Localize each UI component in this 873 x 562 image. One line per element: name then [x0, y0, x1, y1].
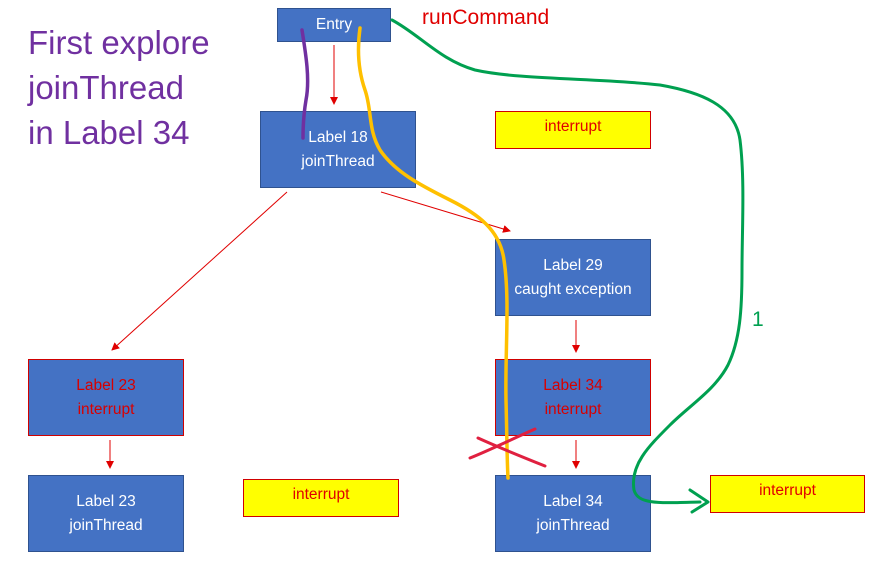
entry-node: Entry [277, 8, 391, 42]
label29-caught-exception-node: Label 29 caught exception [495, 239, 651, 316]
interrupt-box-middle: interrupt [243, 479, 399, 517]
heading-line-1: First explore [28, 24, 210, 61]
node-title: Label 29 [543, 256, 603, 274]
heading-line-2: joinThread [28, 69, 184, 106]
node-subtitle: caught exception [514, 280, 632, 298]
orange-exploration-path [356, 26, 510, 480]
node-subtitle: interrupt [77, 400, 135, 418]
label18-jointhread-node: Label 18 joinThread [260, 111, 416, 188]
run-command-label: runCommand [422, 6, 550, 29]
purple-exploration-path [300, 28, 310, 140]
node-title: Label 23 [76, 492, 136, 510]
arrow-label18-to-label23 [111, 191, 288, 351]
label34-interrupt-node: Label 34 interrupt [495, 359, 651, 436]
green-arrowhead-icon [688, 488, 710, 514]
diagram-heading: First explore joinThread in Label 34 [28, 20, 210, 155]
node-title: Label 34 [543, 376, 603, 394]
interrupt-box-right: interrupt [710, 475, 865, 513]
heading-line-3: in Label 34 [28, 114, 190, 151]
cross-mark-icon [476, 436, 547, 468]
node-subtitle: joinThread [301, 152, 375, 170]
interrupt-box-top: interrupt [495, 111, 651, 149]
node-title: Label 18 [308, 128, 368, 146]
entry-node-label: Entry [315, 16, 353, 33]
cross-mark-icon-stroke2 [468, 427, 537, 460]
node-subtitle: interrupt [544, 400, 602, 418]
node-title: Label 34 [543, 492, 603, 510]
node-title: Label 23 [76, 376, 136, 394]
path-number-label: 1 [752, 308, 764, 331]
label23-interrupt-node: Label 23 interrupt [28, 359, 184, 436]
label23-jointhread-node: Label 23 joinThread [28, 475, 184, 552]
node-subtitle: joinThread [536, 516, 610, 534]
label34-jointhread-node: Label 34 joinThread [495, 475, 651, 552]
green-exploration-path [390, 18, 745, 505]
node-subtitle: joinThread [69, 516, 143, 534]
